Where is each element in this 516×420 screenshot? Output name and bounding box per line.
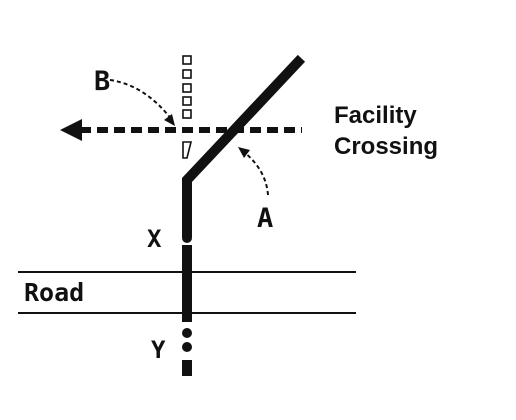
label-a: A — [257, 203, 273, 234]
point-y-dot-2 — [182, 342, 192, 352]
a-pointer — [238, 147, 269, 196]
b-pointer — [109, 79, 175, 126]
arrow-left-icon — [60, 119, 82, 141]
label-road: Road — [24, 278, 84, 307]
route-line — [182, 54, 306, 376]
a-arrowhead-icon — [238, 147, 250, 158]
label-y: Y — [151, 336, 166, 364]
a-leader-line — [243, 151, 269, 196]
point-x-dot — [182, 233, 192, 243]
label-x: X — [147, 225, 162, 253]
planned-route-squares — [182, 55, 193, 159]
b-leader-line — [109, 79, 173, 121]
b-arrowhead-icon — [164, 114, 175, 126]
label-b: B — [94, 66, 110, 97]
route-points — [182, 233, 192, 352]
label-crossing: Crossing — [334, 133, 438, 160]
route-a — [182, 54, 306, 237]
facility-line — [60, 119, 302, 141]
point-y-dot-1 — [182, 328, 192, 338]
label-facility: Facility — [334, 102, 417, 129]
